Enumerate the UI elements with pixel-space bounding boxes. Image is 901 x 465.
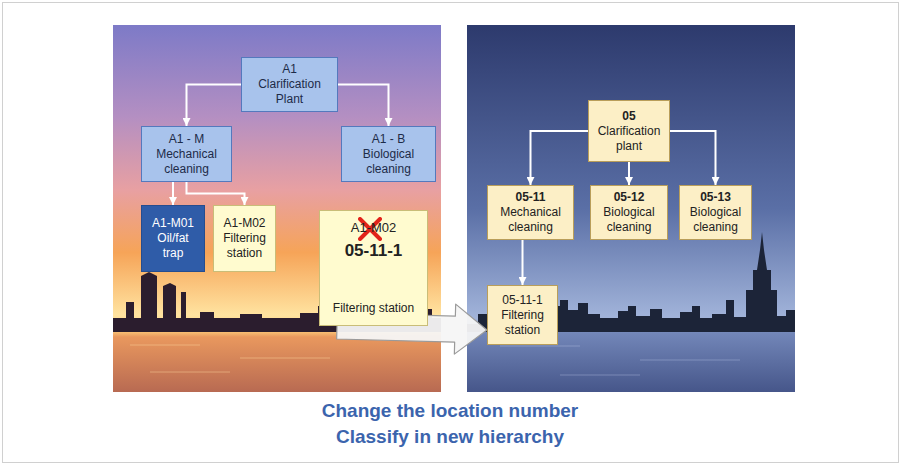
hierarchy-box: 05-11-1Filtering station (487, 285, 558, 345)
connector (522, 240, 524, 285)
connector (187, 85, 242, 127)
box-label: Biological cleaning (595, 205, 663, 235)
hierarchy-box: 05Clarification plant (588, 100, 670, 162)
location-number: 05-12 (595, 190, 663, 205)
hierarchy-box: A1-M02 05-11-1Filtering station (319, 210, 428, 326)
hierarchy-box: 05-13Biological cleaning (679, 185, 752, 240)
location-number: A1 (246, 62, 333, 77)
connector (338, 85, 389, 127)
box-label: Oil/fat trap (146, 231, 200, 261)
connector (628, 162, 630, 185)
location-number: 05-13 (684, 190, 747, 205)
connector (670, 131, 716, 185)
connector (172, 182, 174, 205)
hierarchy-box: 05-12Biological cleaning (590, 185, 668, 240)
hierarchy-box: A1Clarification Plant (241, 57, 338, 112)
box-label: Clarification plant (593, 124, 665, 154)
box-label: Clarification Plant (246, 77, 333, 107)
location-number: A1-M02 (218, 216, 271, 231)
frame (3, 3, 899, 463)
box-label: Biological cleaning (684, 205, 747, 235)
location-number: 05 (593, 109, 665, 124)
location-number: A1 - B (346, 132, 431, 147)
hierarchy-box: A1 - MMechanical cleaning (141, 126, 232, 182)
hierarchy-box: A1-M02Filtering station (213, 205, 276, 272)
connector (187, 182, 245, 205)
location-number: A1 - M (146, 132, 227, 147)
hierarchy-box: A1 - BBiological cleaning (341, 126, 436, 182)
water-reflection (500, 346, 740, 375)
cross-out-mark (360, 219, 380, 239)
caption: Change the location number Classify in n… (300, 398, 600, 450)
location-number: 05-11 (492, 190, 569, 205)
water-reflection (130, 345, 330, 372)
box-label: Mechanical cleaning (146, 147, 227, 177)
box-label: Biological cleaning (346, 147, 431, 177)
box-label: Filtering station (492, 308, 553, 338)
night-photo (467, 25, 795, 392)
hierarchy-box: 05-11Mechanical cleaning (487, 185, 574, 240)
dark-box: A1-M01Oil/fat trap (141, 205, 205, 272)
box-label: Filtering station (324, 301, 423, 316)
box-label: 05-11-1 (324, 240, 423, 262)
location-number: A1-M01 (146, 216, 200, 231)
box-label: Mechanical cleaning (492, 205, 569, 235)
location-number: 05-11-1 (492, 293, 553, 308)
connector (531, 131, 589, 185)
location-number: A1-M02 (324, 220, 423, 236)
box-label: Filtering station (218, 231, 271, 261)
